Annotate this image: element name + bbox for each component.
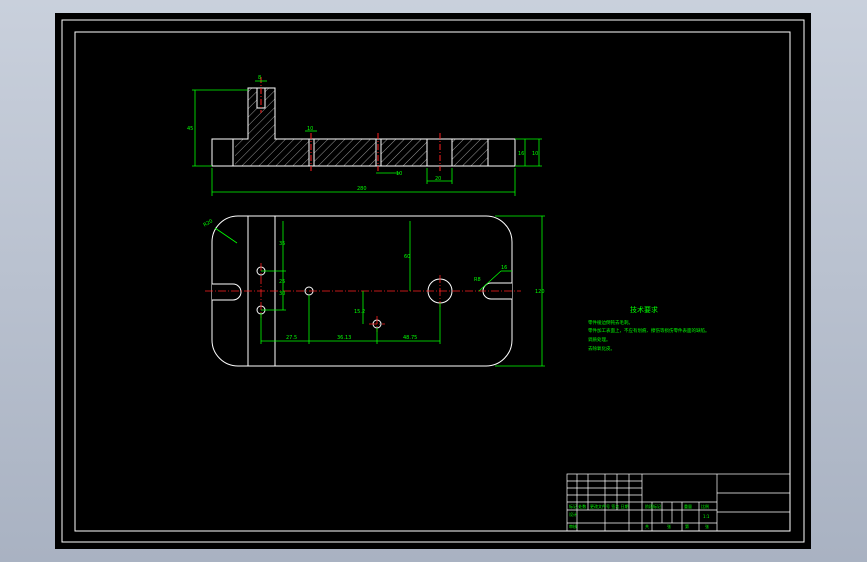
side-hatch-segment-3 [381, 139, 427, 166]
left-u-slot [212, 283, 242, 301]
tech-requirements: 技术要求 零件棱边倒钝去毛刺。 零件加工表面上，不应有划痕、擦伤等损伤零件表面的… [588, 305, 710, 352]
tech-req-line-1: 零件棱边倒钝去毛刺。 [588, 319, 633, 326]
side-hatch-segment-2 [314, 139, 376, 166]
tech-req-line-3: 调质处理。 [588, 336, 611, 343]
dim-label-small-hole: 10 [307, 126, 313, 132]
top-view: R20 35 25 30 60 120 15.2 27.5 36.13 48.7… [203, 215, 545, 367]
dim-label-slot-width: 16 [501, 265, 507, 271]
dim-label-vert-c: 30 [279, 291, 285, 297]
dim-label-right-b: 10 [532, 151, 538, 157]
side-hatch-upright [235, 88, 275, 166]
dim-label-offset-small: 15.2 [354, 309, 365, 315]
dim-label-slot: 8 [258, 75, 261, 81]
tb-label-sheet-no: 第 [685, 523, 689, 529]
dim-label-r8: R8 [474, 277, 481, 283]
tb-label-row-b: 更改文件号 签名 日期 [590, 503, 629, 509]
dim-label-bore: 20 [435, 176, 441, 182]
side-outline [211, 87, 489, 167]
outer-frame [61, 19, 805, 543]
tech-req-line-4: 去除氧化皮。 [588, 345, 615, 352]
tb-label-scale: 比例 [701, 503, 709, 509]
dim-label-height-left: 45 [187, 126, 193, 132]
dim-label-right-vertical: 60 [404, 254, 410, 260]
dim-label-horiz-b: 36.13 [337, 335, 351, 341]
dim-label-vert-a: 35 [279, 241, 285, 247]
dim-label-horiz-a: 27.5 [286, 335, 297, 341]
dim-label-overall-length: 280 [357, 186, 367, 192]
side-right-flange [488, 138, 516, 167]
dim-leader-r8 [478, 270, 502, 292]
tb-label-review: 审核 [569, 523, 577, 529]
tech-req-title: 技术要求 [630, 305, 658, 314]
tb-label-stage: 阶段标记 [645, 503, 661, 509]
inner-frame [74, 31, 791, 532]
dim-label-right-a: 16 [518, 151, 524, 157]
dim-label-r20: R20 [203, 218, 215, 228]
dim-label-center: 10 [396, 171, 402, 177]
side-view: 8 45 10 10 20 16 10 280 [187, 75, 542, 196]
tb-label-zhang-a: 张 [667, 523, 671, 529]
tb-label-row-a: 标记 处数 [569, 503, 586, 509]
title-block [566, 473, 791, 532]
dim-label-vert-b: 25 [279, 279, 285, 285]
dim-label-overall-height: 120 [535, 289, 545, 295]
tb-label-design: 设计 [569, 511, 577, 517]
tb-label-sheets-total: 共 [645, 523, 649, 529]
dim-leader-r20 [214, 227, 238, 244]
side-hatch-segment-4 [452, 139, 488, 166]
tb-label-weight: 重量 [684, 503, 692, 509]
drawing-sheet: 8 45 10 10 20 16 10 280 [55, 13, 811, 549]
tb-label-scale-value: 1:1 [703, 514, 710, 519]
title-block-frame [566, 473, 791, 532]
tb-label-zhang-b: 张 [705, 523, 709, 529]
tech-req-line-2: 零件加工表面上，不应有划痕、擦伤等损伤零件表面的缺陷。 [588, 327, 710, 334]
drawing-canvas: 8 45 10 10 20 16 10 280 [61, 19, 805, 543]
side-hatch-segment-1 [275, 139, 309, 166]
dim-label-horiz-c: 48.75 [403, 335, 417, 341]
